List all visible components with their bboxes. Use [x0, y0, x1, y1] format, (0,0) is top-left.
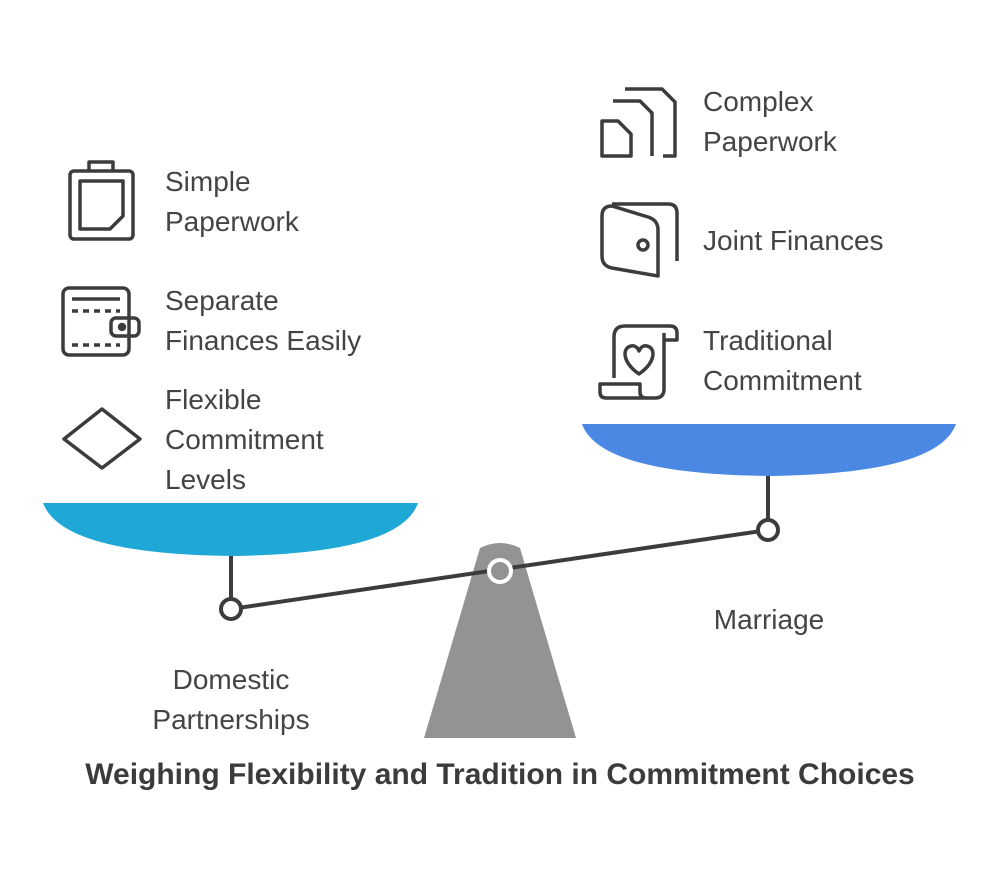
left-item-separate-finances: Separate Finances Easily — [165, 281, 361, 361]
item-label-line: Complex — [703, 86, 814, 117]
item-label-line: Paperwork — [165, 206, 299, 237]
item-label-line: Paperwork — [703, 126, 837, 157]
scroll-heart-icon — [598, 324, 679, 400]
left-pan — [43, 503, 418, 556]
item-label-line: Commitment — [165, 424, 324, 455]
item-label-line: Traditional — [703, 325, 833, 356]
side-label-line: Partnerships — [152, 704, 310, 735]
item-label-line: Flexible — [165, 384, 262, 415]
right-item-joint-finances: Joint Finances — [703, 221, 884, 261]
right-pan — [582, 424, 956, 476]
diagram-title: Weighing Flexibility and Tradition in Co… — [85, 758, 915, 791]
item-label-line: Finances Easily — [165, 325, 362, 356]
item-label-line: Joint Finances — [703, 225, 884, 256]
item-label-line: Simple — [165, 166, 251, 197]
side-label-line: Marriage — [713, 604, 825, 635]
item-label-line: Separate — [165, 285, 279, 316]
left-side-label: Domestic Partnerships — [111, 660, 351, 740]
item-label-line: Levels — [165, 464, 246, 495]
wallet-icon — [61, 286, 141, 357]
right-item-complex-paperwork: Complex Paperwork — [703, 82, 837, 162]
item-label-line: Commitment — [703, 365, 862, 396]
left-item-simple-paperwork: Simple Paperwork — [165, 162, 299, 242]
left-pan-joint — [219, 597, 243, 621]
right-item-traditional-commitment: Traditional Commitment — [703, 321, 862, 401]
right-pan-joint — [756, 518, 780, 542]
clipboard-icon — [68, 160, 135, 241]
documents-icon — [600, 87, 677, 158]
right-side-label: Marriage — [669, 600, 869, 640]
left-item-flexible-commitment: Flexible Commitment Levels — [165, 380, 324, 500]
side-label-line: Domestic — [172, 664, 290, 695]
fulcrum — [424, 543, 576, 738]
diamond-icon — [62, 407, 142, 470]
joint-wallet-icon — [600, 202, 679, 278]
fulcrum-pivot — [487, 558, 513, 584]
